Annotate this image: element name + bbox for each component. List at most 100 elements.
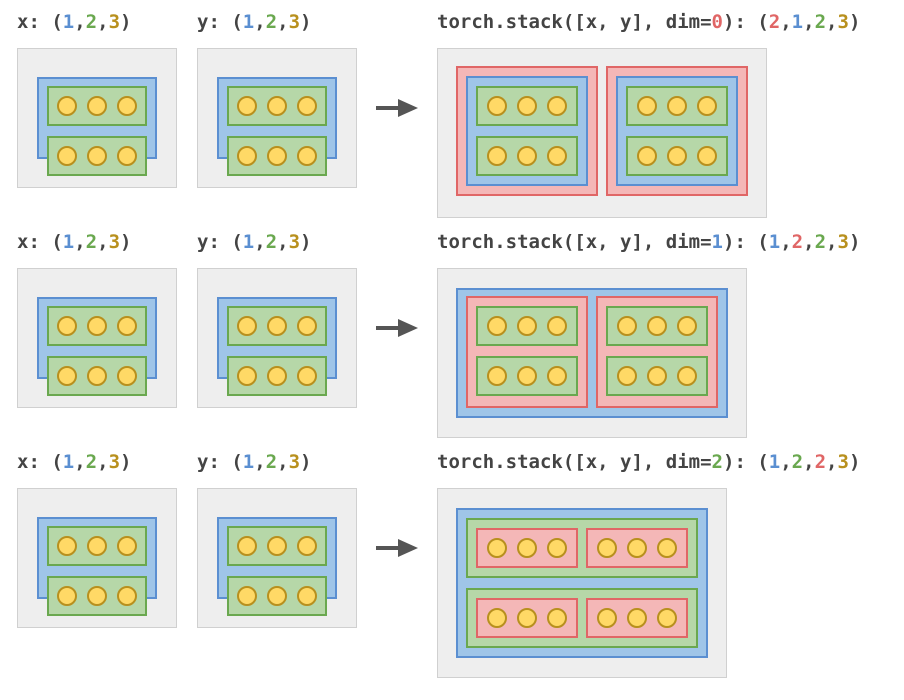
label-prefix: y: ( [197, 451, 243, 473]
label-suffix: ) [120, 231, 132, 253]
dim-value: 1 [791, 11, 804, 33]
element-dot [547, 96, 567, 116]
comma: , [277, 11, 289, 33]
label-suffix: ) [848, 11, 861, 33]
comma: , [780, 451, 792, 473]
element-dot [57, 536, 77, 556]
label-mid: ): ( [723, 11, 769, 33]
element-dot [237, 586, 257, 606]
dim-value: 2 [814, 231, 827, 253]
dim-value: 2 [791, 451, 804, 473]
element-dot [677, 316, 697, 336]
dim-value: 2 [265, 451, 278, 473]
element-dot [647, 316, 667, 336]
comma: , [254, 11, 266, 33]
comma: , [803, 451, 815, 473]
dim-value: 2 [85, 451, 98, 473]
dim-value: 3 [288, 451, 301, 473]
dim-argument: 1 [711, 231, 723, 253]
label-prefix: y: ( [197, 231, 243, 253]
dim-value: 1 [62, 11, 75, 33]
element-dot [697, 146, 717, 166]
y-shape-label: y: (1,2,3) [197, 10, 311, 34]
label-suffix: ) [300, 451, 312, 473]
dim-value: 2 [85, 231, 98, 253]
comma: , [74, 451, 86, 473]
stack-result-label: torch.stack([x, y], dim=0): (2,1,2,3) [437, 10, 860, 34]
dim-value: 3 [837, 231, 849, 253]
element-dot [517, 96, 537, 116]
dim-value: 3 [108, 451, 121, 473]
element-dot [547, 608, 567, 628]
comma: , [780, 11, 792, 33]
dim-value: 1 [768, 231, 781, 253]
element-dot [547, 316, 567, 336]
label-mid: ): ( [723, 231, 769, 253]
element-dot [267, 146, 287, 166]
label-prefix: x: ( [17, 451, 63, 473]
element-dot [657, 538, 677, 558]
element-dot [57, 146, 77, 166]
y-shape-label: y: (1,2,3) [197, 450, 311, 474]
x-shape-label: x: (1,2,3) [17, 450, 131, 474]
element-dot [297, 586, 317, 606]
comma: , [277, 231, 289, 253]
element-dot [547, 538, 567, 558]
dim-value: 2 [265, 231, 278, 253]
dim-value: 2 [791, 231, 804, 253]
comma: , [803, 11, 815, 33]
right-arrow-icon [376, 99, 418, 117]
comma: , [97, 11, 109, 33]
element-dot [87, 366, 107, 386]
element-dot [627, 608, 647, 628]
element-dot [487, 366, 507, 386]
dim-value: 1 [62, 451, 75, 473]
element-dot [617, 366, 637, 386]
y-shape-label: y: (1,2,3) [197, 230, 311, 254]
element-dot [87, 96, 107, 116]
element-dot [647, 366, 667, 386]
label-prefix: x: ( [17, 231, 63, 253]
comma: , [97, 231, 109, 253]
dim-value: 1 [62, 231, 75, 253]
element-dot [637, 96, 657, 116]
dim-value: 2 [814, 11, 827, 33]
element-dot [267, 536, 287, 556]
dim-value: 3 [837, 451, 849, 473]
element-dot [517, 538, 537, 558]
right-arrow-icon [376, 319, 418, 337]
element-dot [297, 146, 317, 166]
element-dot [117, 316, 137, 336]
element-dot [487, 538, 507, 558]
right-arrow-icon [376, 539, 418, 557]
element-dot [637, 146, 657, 166]
dim-argument: 0 [711, 11, 723, 33]
element-dot [237, 316, 257, 336]
element-dot [87, 586, 107, 606]
element-dot [667, 96, 687, 116]
comma: , [826, 451, 838, 473]
stack-result-label: torch.stack([x, y], dim=2): (1,2,2,3) [437, 450, 860, 474]
label-prefix: y: ( [197, 11, 243, 33]
element-dot [487, 146, 507, 166]
element-dot [517, 146, 537, 166]
element-dot [597, 538, 617, 558]
label-suffix: ) [300, 231, 312, 253]
comma: , [254, 451, 266, 473]
element-dot [117, 96, 137, 116]
dim-value: 3 [108, 11, 121, 33]
element-dot [517, 608, 537, 628]
stack-expression: torch.stack([x, y], dim= [437, 451, 712, 473]
element-dot [267, 366, 287, 386]
element-dot [597, 608, 617, 628]
dim-value: 2 [814, 451, 827, 473]
element-dot [117, 146, 137, 166]
comma: , [826, 11, 838, 33]
label-suffix: ) [300, 11, 312, 33]
dim-value: 3 [288, 11, 301, 33]
element-dot [267, 316, 287, 336]
dim-value: 2 [265, 11, 278, 33]
element-dot [57, 366, 77, 386]
element-dot [297, 536, 317, 556]
dim-value: 1 [768, 451, 781, 473]
